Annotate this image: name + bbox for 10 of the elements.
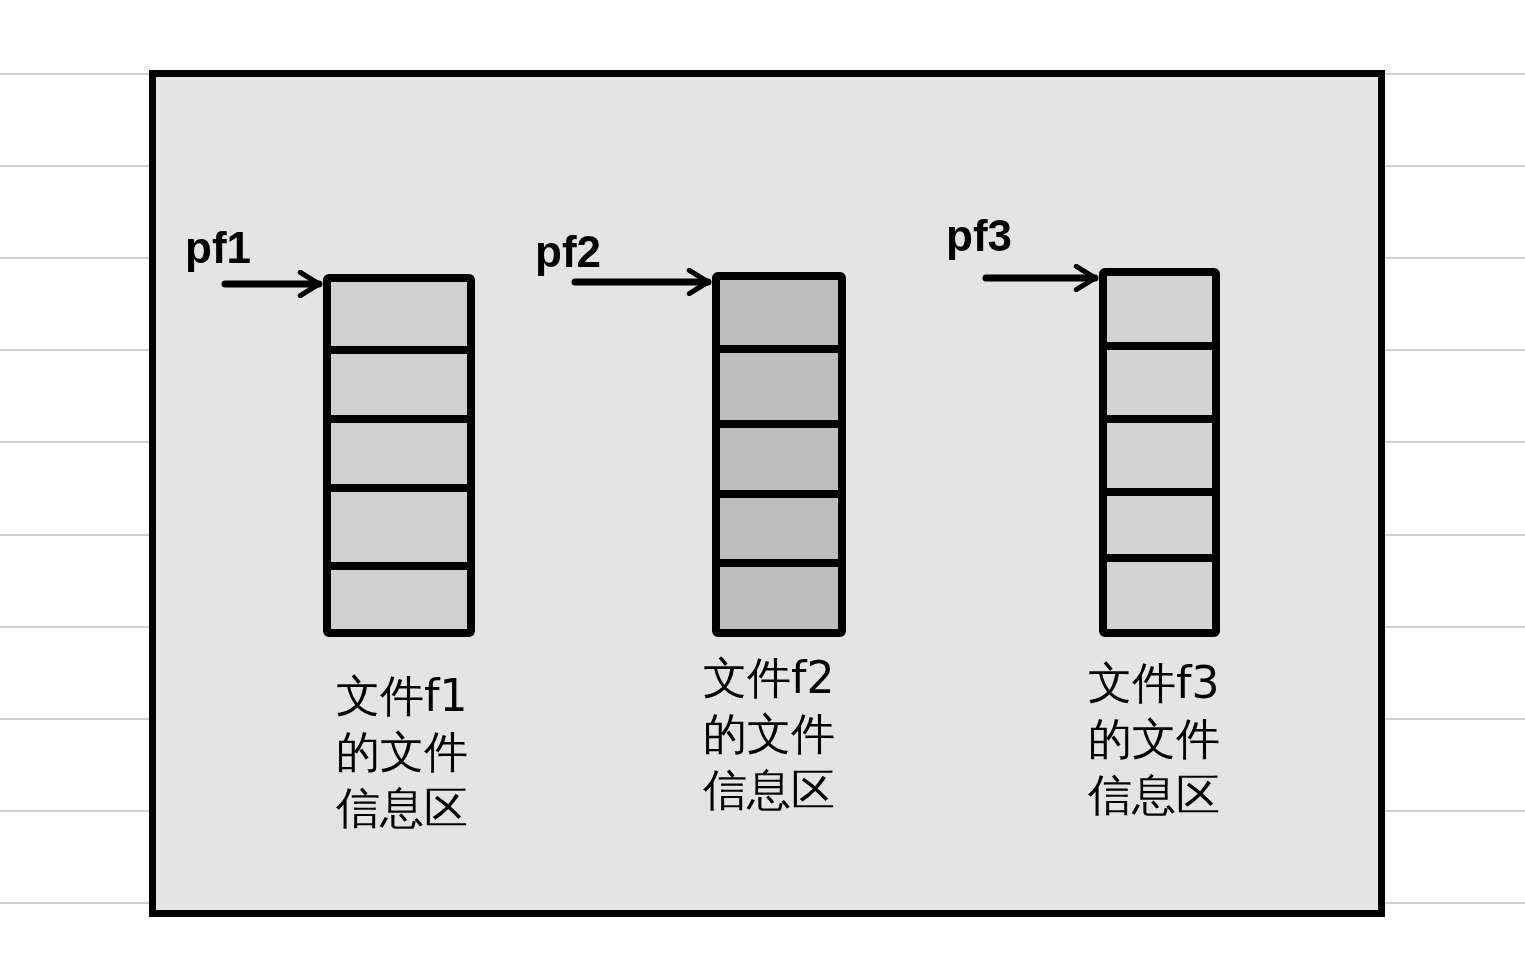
node-label: 文件f2的文件信息区 [703, 651, 836, 817]
arrow [571, 267, 712, 297]
pointer-label: pf1 [185, 222, 251, 274]
node-label: 文件f3的文件信息区 [1088, 656, 1221, 822]
arrow [221, 269, 323, 299]
arrow [982, 263, 1099, 293]
node-label: 文件f1的文件信息区 [336, 669, 469, 835]
pointer-label: pf3 [946, 210, 1012, 262]
pointer-label: pf2 [535, 226, 601, 278]
frame-box [149, 70, 1385, 917]
